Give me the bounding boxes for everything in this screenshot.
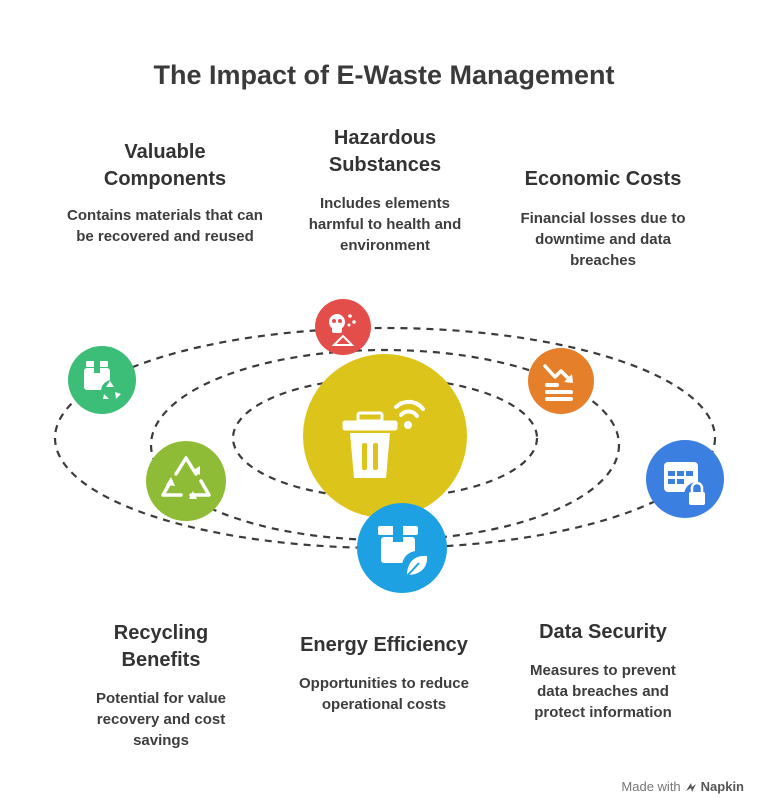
valuable-components-node: [68, 346, 136, 414]
recycle-icon: [161, 456, 211, 497]
smart-trash-bin-icon: [342, 399, 425, 478]
orbit-middle: [149, 348, 621, 542]
locked-table-icon: [664, 462, 710, 508]
card-title: Valuable Components: [103, 141, 227, 190]
box-leaf-icon: [378, 526, 432, 581]
card-energy-efficiency: Energy Efficiency Opportunities to reduc…: [278, 632, 490, 715]
card-description: Financial losses due to downtime and dat…: [520, 210, 686, 269]
card-description: Potential for value recovery and cost sa…: [95, 690, 227, 749]
card-hazardous-substances: Hazardous Substances Includes elements h…: [280, 125, 490, 256]
energy-efficiency-node: [357, 503, 447, 593]
card-description: Includes elements harmful to health and …: [308, 195, 462, 254]
card-title: Economic Costs: [524, 168, 682, 190]
card-valuable-components: Valuable Components Contains materials t…: [60, 139, 270, 247]
data-security-node: [646, 440, 724, 518]
footer-brand: Napkin: [700, 779, 744, 794]
recycling-benefits-node: [146, 441, 226, 521]
card-economic-costs: Economic Costs Financial losses due to d…: [498, 166, 708, 271]
card-description: Contains materials that can be recovered…: [67, 207, 263, 245]
napkin-logo-icon: [685, 782, 696, 792]
footer-credit: Made with Napkin: [621, 779, 744, 794]
hazardous-substances-node: [315, 299, 371, 355]
card-title: Energy Efficiency: [300, 634, 468, 656]
card-title: Hazardous Substances: [328, 127, 442, 176]
card-recycling-benefits: Recycling Benefits Potential for value r…: [56, 620, 266, 751]
card-description: Opportunities to reduce operational cost…: [298, 675, 469, 713]
page-title: The Impact of E-Waste Management: [153, 60, 615, 90]
declining-coins-icon: [543, 364, 573, 401]
hazard-skull-icon: [329, 314, 356, 346]
card-title: Recycling Benefits: [113, 622, 209, 671]
footer-made-with: Made with: [621, 779, 681, 794]
box-recycle-icon: [84, 361, 123, 402]
card-description: Measures to prevent data breaches and pr…: [530, 662, 676, 721]
center-node: [303, 354, 467, 518]
card-title: Data Security: [539, 621, 667, 643]
economic-costs-node: [528, 348, 594, 414]
card-data-security: Data Security Measures to prevent data b…: [498, 619, 708, 723]
